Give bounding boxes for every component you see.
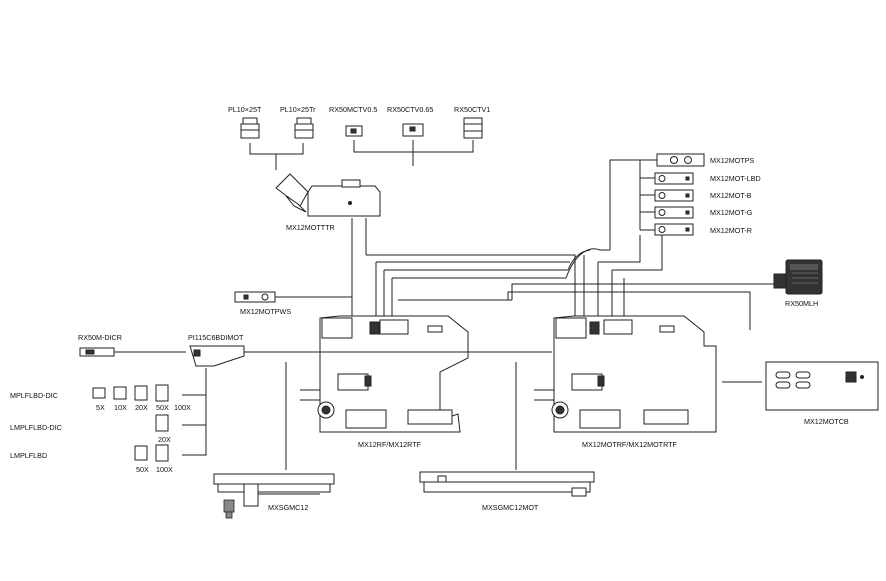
adapter-rx50mctv05	[345, 125, 363, 137]
label-lamp-house: RX50MLH	[785, 299, 818, 308]
dic-prism	[79, 347, 115, 357]
label-filter-ps: MX12MOTPS	[710, 156, 755, 165]
filter-g	[654, 206, 694, 219]
label-pws: MX12MOTPWS	[240, 307, 291, 316]
label-control-box: MX12MOTCB	[804, 417, 849, 426]
objective-row-mplflbd	[92, 384, 169, 402]
label-lmag-20x: 20X	[158, 435, 171, 444]
label-nosepiece: PI115C6BDIMOT	[188, 333, 244, 342]
adapter-rx50ctv065	[402, 123, 424, 137]
filter-r	[654, 223, 694, 236]
stand-motor	[534, 315, 717, 433]
label-pl10x25tr: PL10×25Tr	[280, 105, 316, 114]
label-stage-manual: MXSGMC12	[268, 503, 308, 512]
label-lmplflbd: LMPLFLBD	[10, 451, 47, 460]
stage-motor	[419, 471, 595, 497]
adapter-rx50ctv1	[463, 117, 483, 139]
lamp-house	[773, 259, 823, 295]
label-stand-motor: MX12MOTRF/MX12MOTRTF	[582, 440, 678, 449]
objective-row-lmplflbd	[134, 444, 169, 462]
label-trinocular-head: MX12MOTTTR	[286, 223, 335, 232]
label-lmplflbd-dic: LMPLFLBD-DIC	[10, 423, 62, 432]
label-dic-prism: RX50M-DICR	[78, 333, 122, 342]
label-mag-100x: 100X	[174, 403, 191, 412]
stage-manual	[213, 473, 335, 519]
label-mag-20x: 20X	[135, 403, 148, 412]
label-filter-lbd: MX12MOT-LBD	[710, 174, 761, 183]
label-mag-5x: 5X	[96, 403, 105, 412]
label-mplflbd-dic: MPLFLBD-DIC	[10, 391, 58, 400]
label-mag-10x: 10X	[114, 403, 127, 412]
label-pl10x25t: PL10×25T	[228, 105, 262, 114]
stand-manual	[300, 315, 469, 433]
label-stage-motor: MXSGMC12MOT	[482, 503, 539, 512]
label-lmag-50x: 50X	[136, 465, 149, 474]
label-filter-b: MX12MOT-B	[710, 191, 752, 200]
power-supply-pws	[234, 291, 276, 303]
label-rx50ctv1: RX50CTV1	[454, 105, 490, 114]
eyepiece-pl10x25tr	[294, 117, 314, 139]
label-rx50mctv05: RX50MCTV0.5	[329, 105, 377, 114]
label-mag-50x: 50X	[156, 403, 169, 412]
filter-lbd	[654, 172, 694, 185]
nosepiece	[189, 345, 245, 367]
label-stand-manual: MX12RF/MX12RTF	[358, 440, 422, 449]
filter-b	[654, 189, 694, 202]
control-box	[765, 361, 879, 411]
eyepiece-pl10x25t	[240, 117, 260, 139]
label-filter-r: MX12MOT-R	[710, 226, 752, 235]
filter-ps	[656, 153, 705, 167]
objective-lmplflbd-dic	[155, 414, 169, 432]
label-filter-g: MX12MOT-G	[710, 208, 753, 217]
trinocular-head	[275, 173, 381, 217]
label-rx50ctv065: RX50CTV0.65	[387, 105, 433, 114]
label-lmag-100x: 100X	[156, 465, 173, 474]
